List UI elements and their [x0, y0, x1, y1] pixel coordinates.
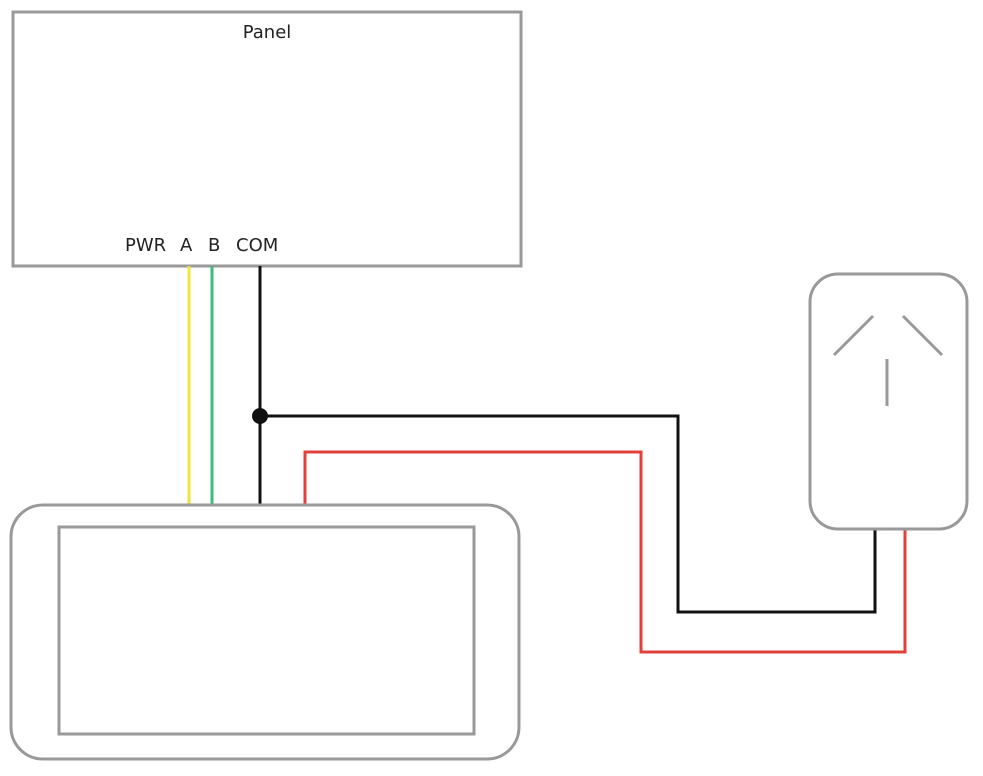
australian-power-socket-icon: [832, 314, 944, 406]
terminal-label-b: B: [208, 235, 220, 256]
terminal-label-pwr: PWR: [125, 235, 166, 256]
terminal-label-a: A: [180, 235, 193, 256]
socket-pin-right: [901, 314, 944, 357]
device-screen: [57, 525, 476, 736]
wire-com-branch-to-adapter: [260, 414, 877, 614]
panel-outline: [11, 10, 523, 268]
socket-pin-left: [832, 314, 875, 357]
wires: [187, 266, 907, 654]
panel-title: Panel: [243, 22, 292, 43]
panel: Panel PWR A B COM: [11, 10, 523, 268]
junction-dot: [252, 408, 268, 424]
device: [9, 503, 521, 761]
wire-power-red: [303, 450, 907, 654]
power-adapter: [808, 272, 969, 531]
terminal-label-com: COM: [236, 235, 278, 256]
